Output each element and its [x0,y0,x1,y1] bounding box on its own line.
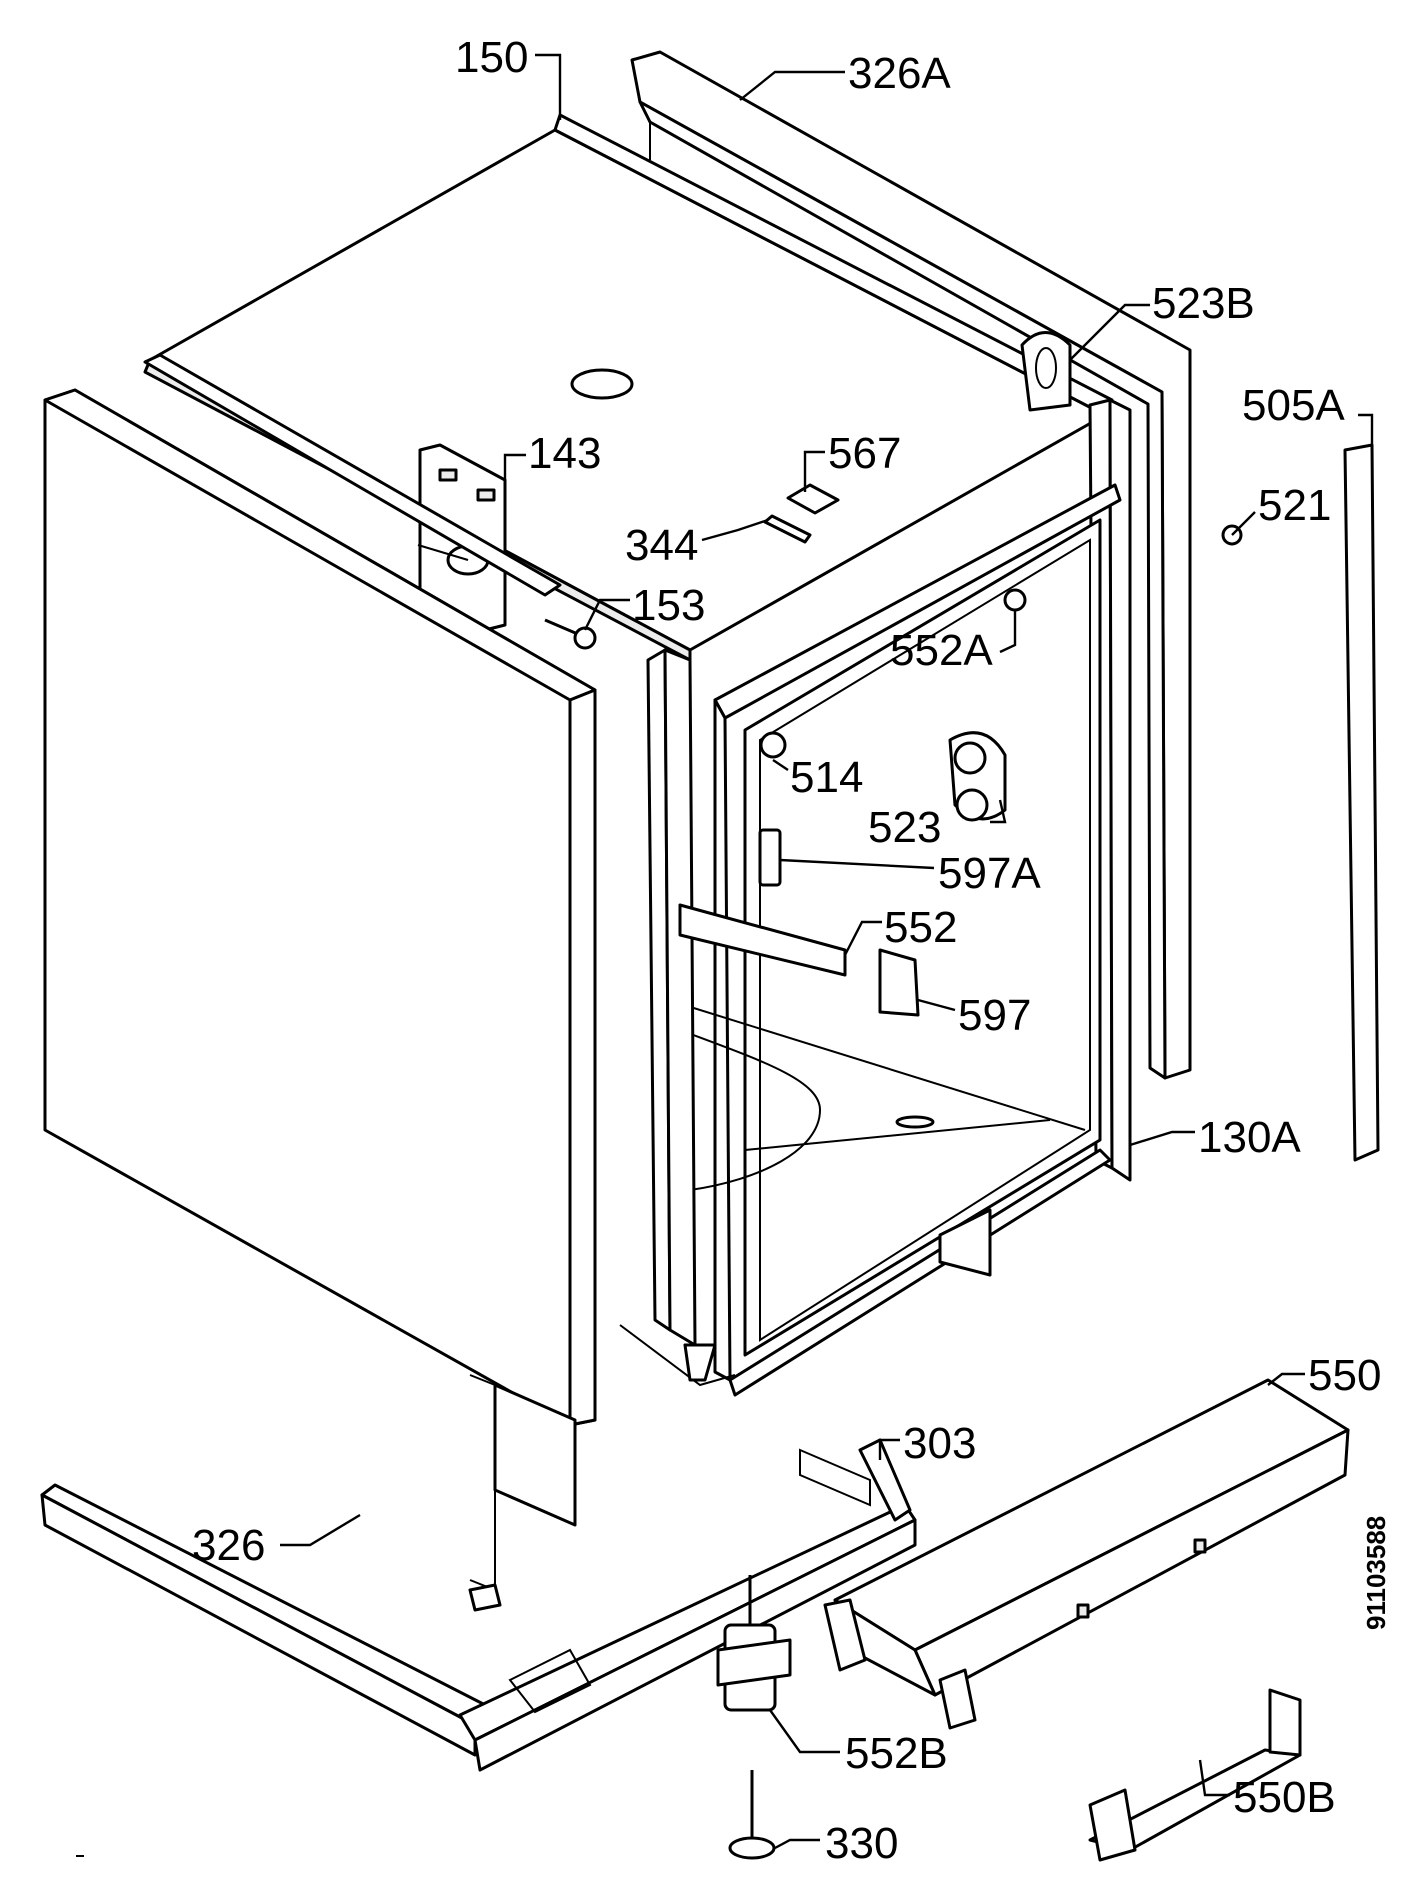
rear-panel-326a [630,50,1192,1080]
screw-330 [728,1770,776,1860]
base-frame-303 [40,1438,917,1772]
label-330: 330 [825,1819,898,1868]
label-326a: 326A [848,49,951,98]
label-143: 143 [528,429,601,478]
rail-552 [678,903,847,977]
label-597: 597 [958,991,1031,1040]
label-505a: 505A [1242,381,1345,430]
label-550: 550 [1308,1351,1381,1400]
clip-597a [758,828,782,887]
strip-505a [1343,443,1380,1162]
label-552: 552 [884,903,957,952]
plate-567 [786,483,840,515]
label-150: 150 [455,33,528,82]
label-552b: 552B [845,1729,948,1778]
label-523: 523 [868,803,941,852]
clip-344 [763,514,812,544]
tub-interior [667,999,1086,1277]
left-column [619,648,736,1387]
label-550b: 550B [1233,1773,1336,1822]
door-frame [713,483,1122,1397]
document-number: 91103588 [1361,1516,1391,1630]
label-326: 326 [192,1521,265,1570]
screw-552a [1003,588,1027,612]
side-panel-326 [43,353,597,1612]
hinge-523b [1020,331,1072,412]
label-597a: 597A [938,849,1041,898]
label-552a: 552A [890,626,993,675]
label-130a: 130A [1198,1113,1301,1162]
label-521: 521 [1258,481,1331,530]
label-153: 153 [632,581,705,630]
leader-lines [280,53,1374,1850]
plinth-rail-550 [823,1378,1350,1730]
roller-hinge-523 [948,731,1007,822]
clip-597 [878,948,920,1017]
label-303: 303 [903,1419,976,1468]
nut-514 [759,731,787,759]
top-hole [570,368,634,400]
label-344: 344 [625,521,698,570]
foot-552b [716,1575,792,1712]
label-523b: 523B [1152,279,1255,328]
part-labels: 150 326A 523B 505A 521 143 567 344 153 5… [192,33,1391,1868]
label-514: 514 [790,753,863,802]
label-567: 567 [828,429,901,478]
bracket-550b [1088,1688,1302,1862]
